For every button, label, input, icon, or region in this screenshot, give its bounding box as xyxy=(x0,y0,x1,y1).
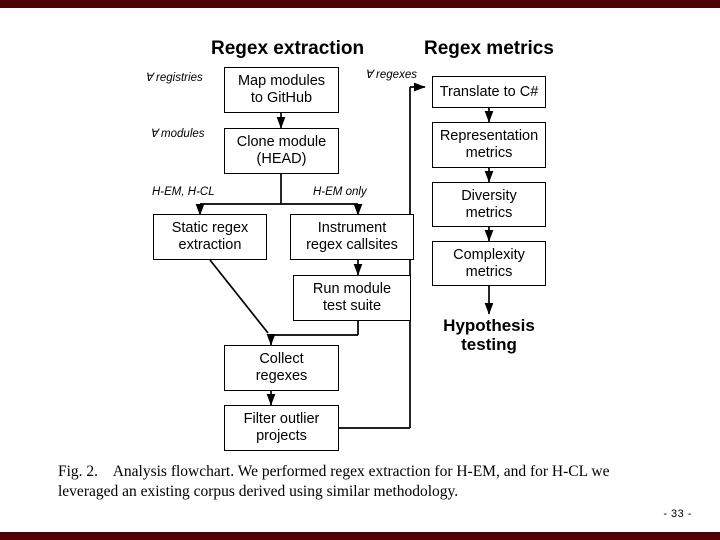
figure-caption: Fig. 2. Analysis flowchart. We performed… xyxy=(58,462,668,503)
figure-caption-text: Analysis flowchart. We performed regex e… xyxy=(58,463,610,501)
node-diversity-metrics[interactable]: Diversity metrics xyxy=(432,182,546,227)
analysis-flowchart-figure: Regex extraction Regex metrics ∀ registr… xyxy=(0,14,720,454)
node-complexity-metrics[interactable]: Complexity metrics xyxy=(432,241,546,286)
node-collect-regexes[interactable]: Collect regexes xyxy=(224,345,339,391)
node-instrument-regex-callsites[interactable]: Instrument regex callsites xyxy=(290,214,414,260)
top-accent-bar xyxy=(0,0,720,8)
edge-label-all-registries: ∀ registries xyxy=(145,72,203,84)
edge-label-all-regexes: ∀ regexes xyxy=(365,69,417,81)
node-filter-outlier-projects[interactable]: Filter outlier projects xyxy=(224,405,339,451)
edge-label-hem-hcl: H-EM, H-CL xyxy=(152,186,215,198)
node-hypothesis-testing: Hypothesis testing xyxy=(443,316,535,354)
node-run-module-test-suite[interactable]: Run module test suite xyxy=(293,275,411,321)
column-title-regex-metrics: Regex metrics xyxy=(424,38,554,59)
node-map-modules[interactable]: Map modules to GitHub xyxy=(224,67,339,113)
edge-label-hem-only: H-EM only xyxy=(313,186,367,198)
node-clone-module[interactable]: Clone module (HEAD) xyxy=(224,128,339,174)
figure-caption-number: Fig. 2. xyxy=(58,463,99,480)
node-translate-to-csharp[interactable]: Translate to C# xyxy=(432,76,546,108)
page-number: - 33 - xyxy=(663,508,692,520)
bottom-accent-bar xyxy=(0,532,720,540)
edge-label-all-modules: ∀ modules xyxy=(150,128,205,140)
column-title-regex-extraction: Regex extraction xyxy=(211,38,365,59)
node-static-regex-extraction[interactable]: Static regex extraction xyxy=(153,214,267,260)
node-representation-metrics[interactable]: Representation metrics xyxy=(432,122,546,168)
